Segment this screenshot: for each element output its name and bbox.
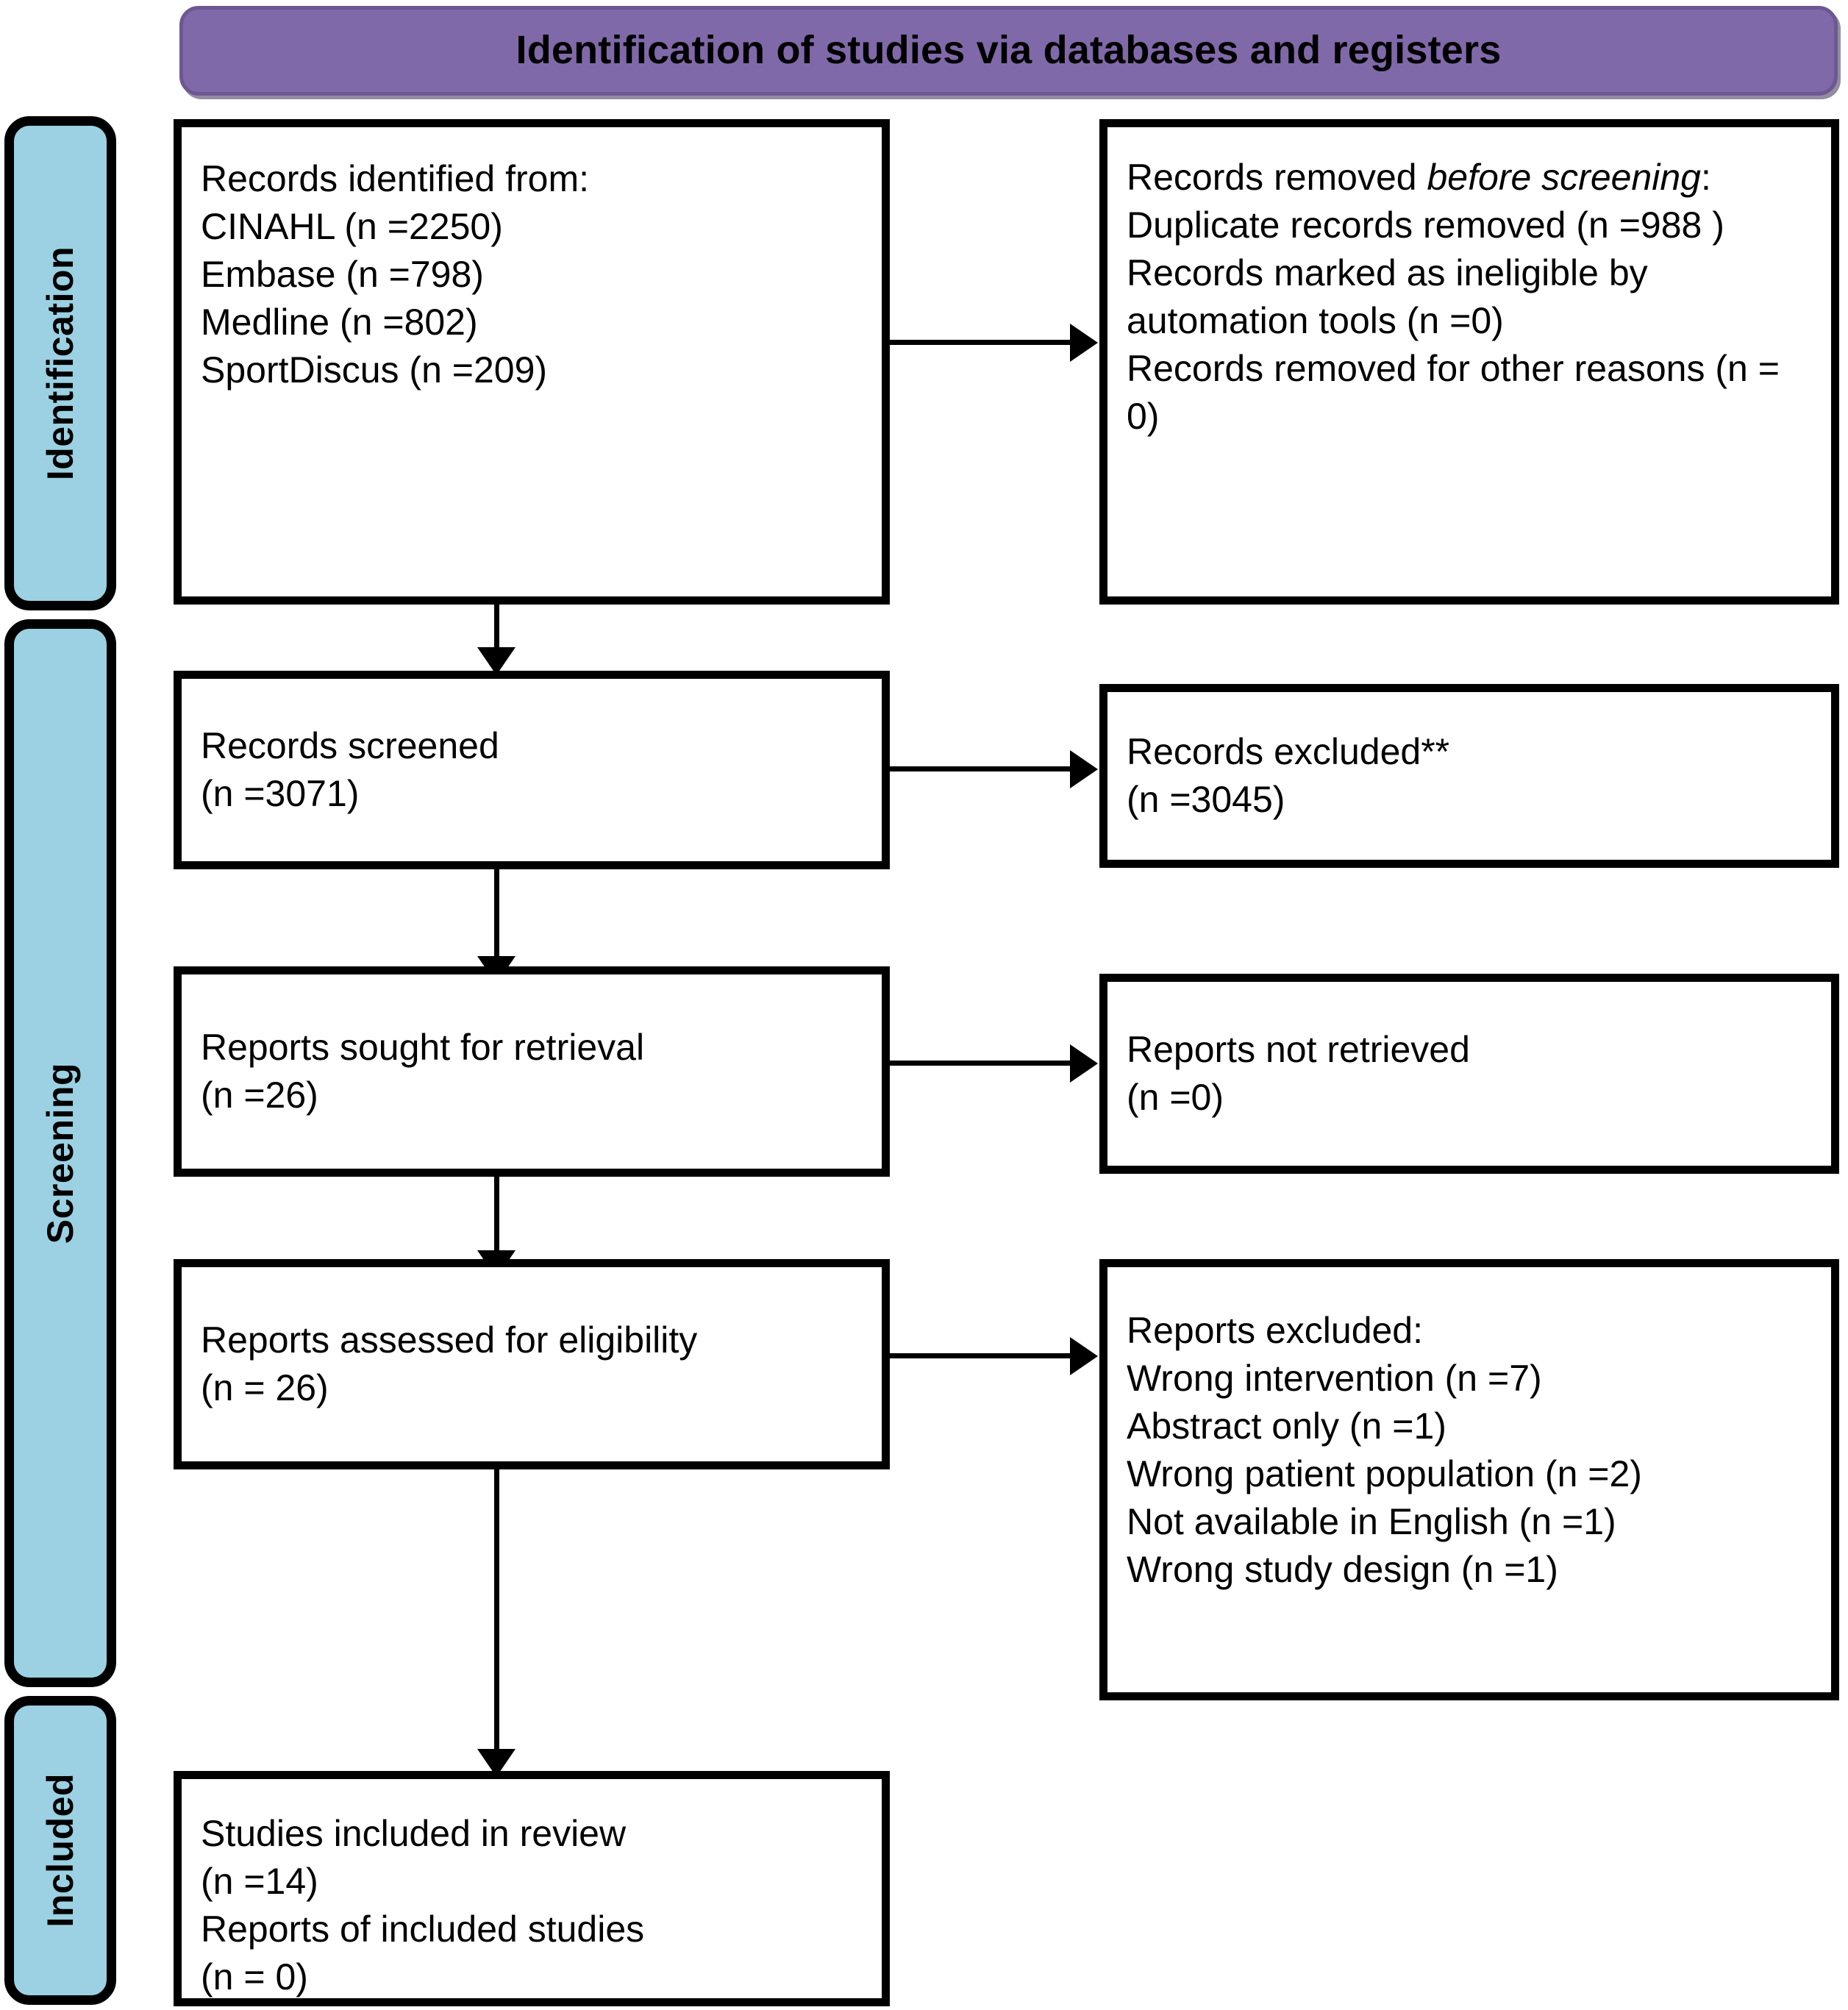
box-reports-excluded: Reports excluded: Wrong intervention (n …	[1099, 1259, 1839, 1700]
box-records-identified-text: Records identified from: CINAHL (n =2250…	[201, 158, 590, 391]
box-reports-not-retrieved: Reports not retrieved (n =0)	[1099, 974, 1839, 1174]
connector-sought-to-not-retrieved	[890, 1061, 1088, 1066]
box-records-screened: Records screened (n =3071)	[174, 671, 890, 869]
arrow-screened-to-excluded	[1070, 750, 1098, 788]
connector-screened-to-excluded	[890, 766, 1088, 771]
box-reports-sought-text: Reports sought for retrieval (n =26)	[201, 1027, 645, 1116]
arrow-identified-to-removed	[1070, 324, 1098, 362]
stage-tab-identification: Identification	[4, 116, 116, 610]
box-records-removed-before-screening-text: Records removed before screening: Duplic…	[1127, 157, 1780, 437]
connector-assessed-to-reports-excluded	[890, 1353, 1088, 1358]
box-studies-included: Studies included in review (n =14) Repor…	[174, 1771, 890, 2006]
phase-banner-label: Identification of studies via databases …	[515, 28, 1502, 73]
connector-sought-to-assessed	[494, 1147, 499, 1280]
box-reports-assessed-text: Reports assessed for eligibility (n = 26…	[201, 1319, 698, 1408]
box-records-screened-text: Records screened (n =3071)	[201, 725, 499, 814]
arrow-sought-to-not-retrieved	[1070, 1044, 1098, 1083]
connector-identified-to-removed	[890, 340, 1088, 345]
stage-tab-screening: Screening	[4, 619, 116, 1687]
box-reports-excluded-text: Reports excluded: Wrong intervention (n …	[1127, 1310, 1642, 1590]
stage-tab-identification-label: Identification	[40, 246, 81, 481]
box-records-excluded: Records excluded** (n =3045)	[1099, 684, 1839, 868]
connector-assessed-to-included	[494, 1444, 499, 1775]
box-reports-assessed: Reports assessed for eligibility (n = 26…	[174, 1259, 890, 1469]
box-reports-not-retrieved-text: Reports not retrieved (n =0)	[1127, 1029, 1470, 1118]
records-removed-lead: Records removed before screening:	[1127, 157, 1711, 198]
box-records-excluded-text: Records excluded** (n =3045)	[1127, 731, 1450, 820]
before-screening-emphasis: before screening	[1427, 157, 1701, 198]
box-reports-sought: Reports sought for retrieval (n =26)	[174, 966, 890, 1177]
stage-tab-included-label: Included	[40, 1773, 81, 1928]
stage-tab-screening-label: Screening	[40, 1062, 81, 1244]
box-studies-included-text: Studies included in review (n =14) Repor…	[201, 1813, 645, 1997]
phase-banner-identification: Identification of studies via databases …	[179, 6, 1838, 96]
connector-identified-to-screened	[494, 560, 499, 669]
connector-screened-to-sought	[494, 853, 499, 986]
box-records-identified: Records identified from: CINAHL (n =2250…	[174, 119, 890, 605]
arrow-identified-to-screened	[477, 647, 515, 675]
arrow-assessed-to-reports-excluded	[1070, 1337, 1098, 1375]
box-records-removed-before-screening: Records removed before screening: Duplic…	[1099, 119, 1839, 605]
stage-tab-included: Included	[4, 1696, 116, 2005]
